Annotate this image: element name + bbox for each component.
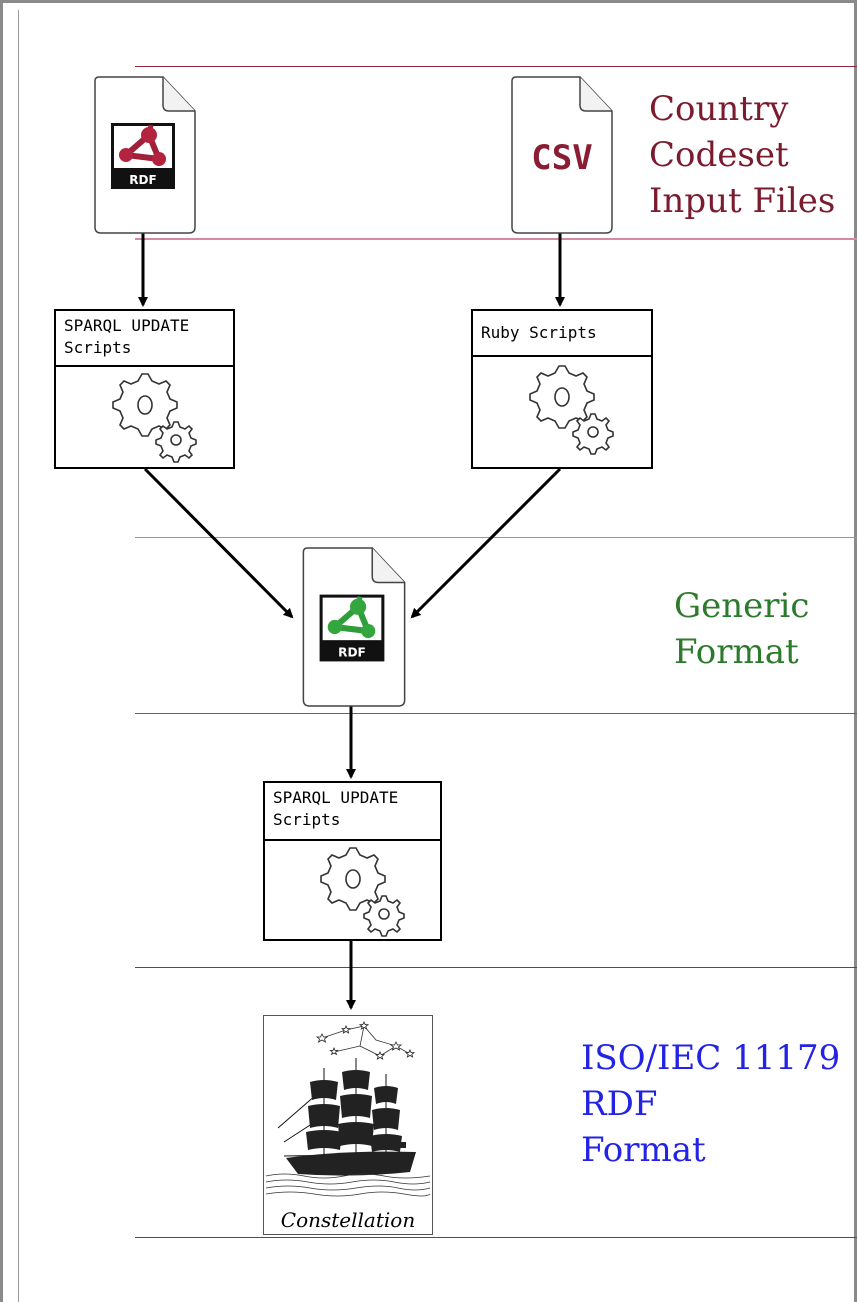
input-stage-top-line (135, 66, 857, 67)
iso-stage-bottom-line (135, 1237, 857, 1238)
svg-text:RDF: RDF (129, 173, 156, 187)
input-stage-label: Country Codeset Input Files (649, 86, 835, 224)
gears-icon (529, 365, 614, 455)
generic-stage-top-line (135, 537, 857, 538)
process-title: SPARQL UPDATE Scripts (56, 311, 233, 367)
svg-text:RDF: RDF (338, 645, 366, 659)
csv-input-file: CSV (508, 75, 614, 235)
gears-icon (111, 373, 197, 463)
csv-file-icon: CSV (531, 138, 592, 178)
iso-stage-line-2: RDF (581, 1084, 658, 1124)
input-stage-line-1: Country (649, 89, 789, 129)
rdf-input-file: RDF (91, 75, 197, 235)
constellation-caption: Constellation (280, 1208, 416, 1232)
iso-stage-label: ISO/IEC 11179 RDF Format (581, 1035, 840, 1173)
left-rule (18, 10, 19, 1302)
input-stage-line-3: Input Files (649, 181, 836, 221)
sparql-update-scripts-box-2: SPARQL UPDATE Scripts (263, 781, 442, 941)
iso-stage-line-1: ISO/IEC 11179 (581, 1038, 841, 1078)
arrow-ruby-to-generic (410, 467, 562, 619)
generic-stage-label: Generic Format (674, 583, 809, 675)
generic-stage-bottom-line (135, 713, 857, 714)
input-stage-line-2: Codeset (649, 135, 789, 175)
iso-stage-top-line (135, 967, 857, 968)
ship-constellation-icon (265, 1021, 431, 1197)
gears-icon (319, 847, 405, 937)
generic-stage-line-2: Format (674, 632, 799, 672)
rdf-logo-icon: RDF (319, 594, 385, 662)
ruby-scripts-box: Ruby Scripts (471, 309, 653, 469)
arrow-sparql-to-generic (143, 467, 294, 619)
input-stage-bottom-line (135, 238, 857, 240)
generic-stage-line-1: Generic (674, 586, 810, 626)
sparql-update-scripts-box-1: SPARQL UPDATE Scripts (54, 309, 235, 469)
constellation-image: Constellation (263, 1015, 433, 1235)
rdf-logo-icon: RDF (111, 123, 175, 189)
iso-stage-line-3: Format (581, 1130, 706, 1170)
rdf-generic-file: RDF (299, 546, 407, 708)
process-title: SPARQL UPDATE Scripts (265, 783, 440, 841)
process-title: Ruby Scripts (473, 311, 651, 357)
